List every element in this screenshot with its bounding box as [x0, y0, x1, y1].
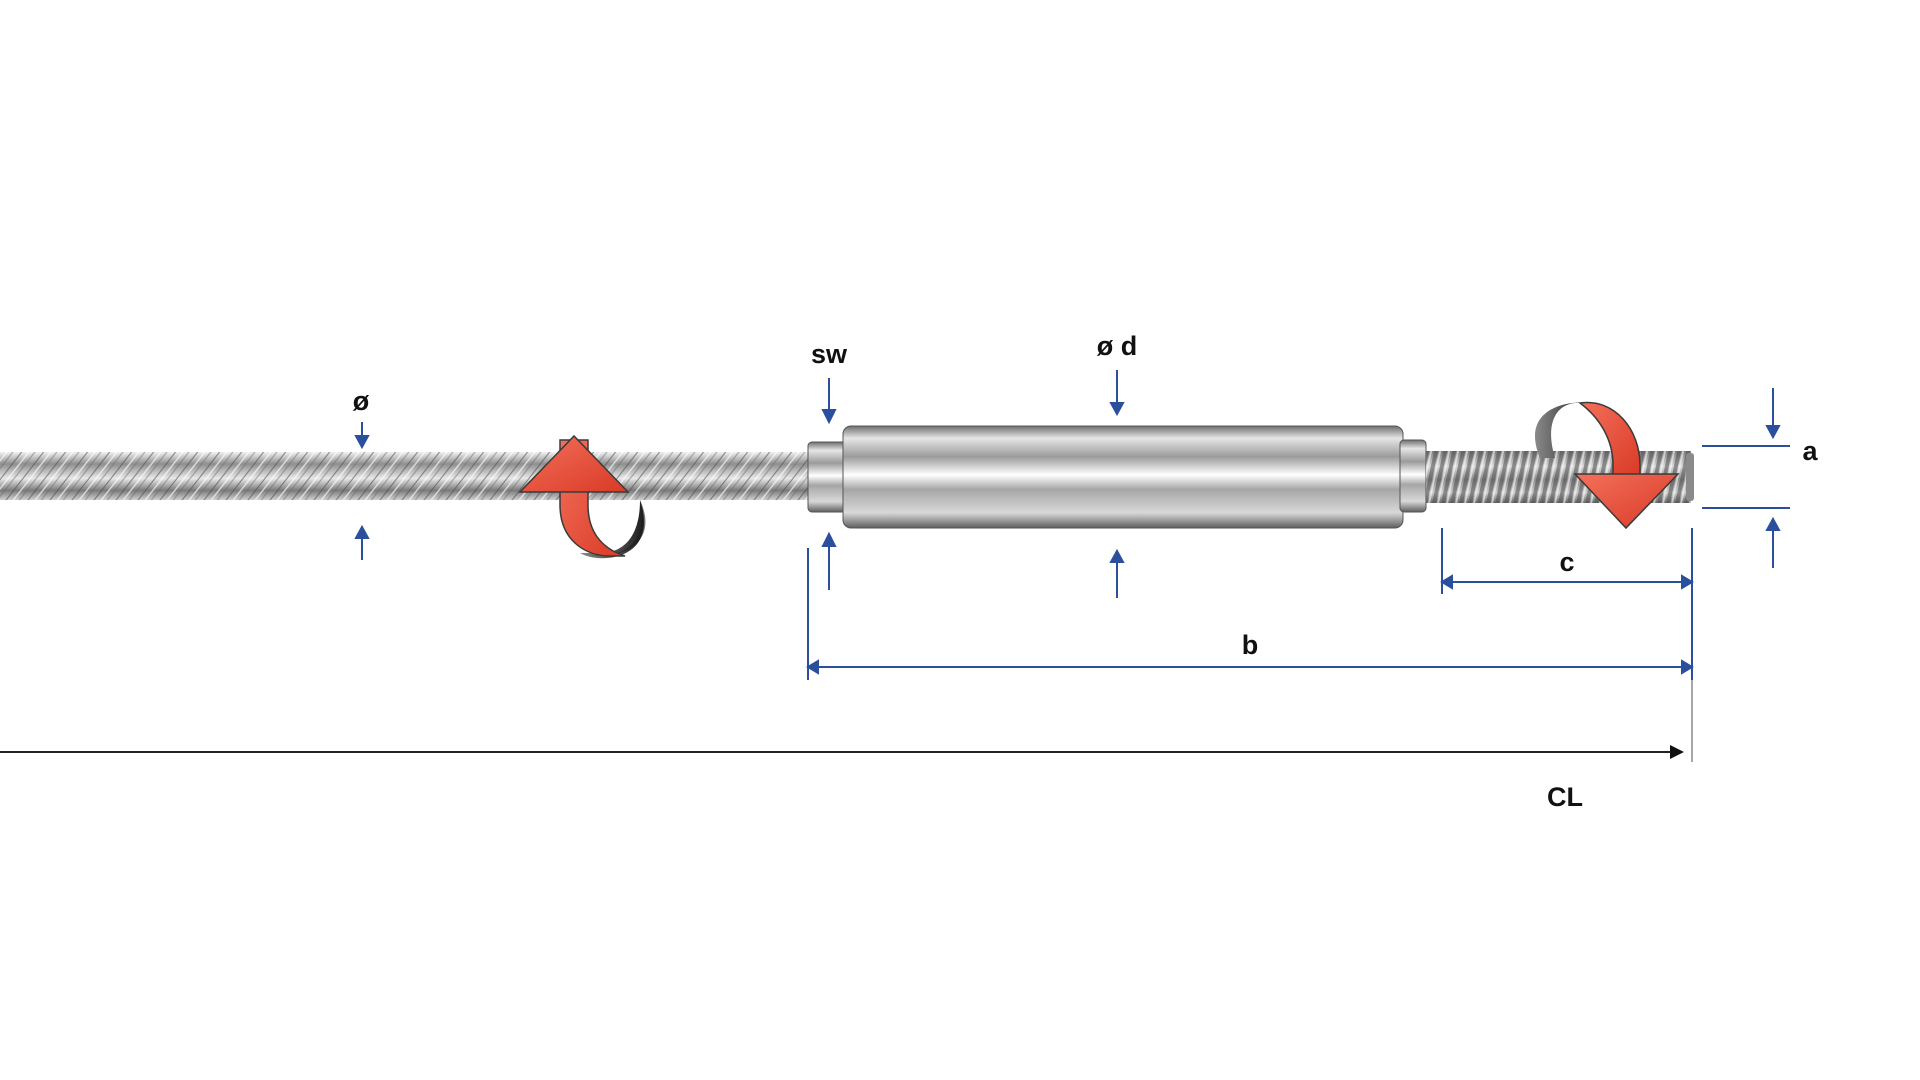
wrench-size-dimension: [807, 378, 837, 612]
sleeve-diameter-dimension: [1109, 370, 1125, 598]
cable-length-dimension: [0, 680, 1693, 762]
swage-sleeve: [807, 425, 1427, 529]
cable-length-label: CL: [1547, 782, 1583, 812]
wrench-size-label: sw: [811, 339, 848, 369]
rope-rotation-arrow-icon: [518, 434, 646, 559]
thread-diameter-dimension: [1702, 388, 1790, 568]
wire-rope: [0, 452, 810, 500]
fitting-length-dimension: [806, 594, 1694, 680]
sleeve-diameter-label: ø d: [1097, 331, 1138, 361]
fitting-length-label: b: [1242, 630, 1259, 660]
thread-rotation-arrow-icon: [1535, 401, 1680, 530]
thread-length-dimension: [1440, 528, 1694, 594]
rope-diameter-dimension: [354, 422, 370, 560]
rope-diameter-label: ø: [353, 386, 370, 416]
thread-length-label: c: [1559, 547, 1574, 577]
thread-diameter-label: a: [1802, 436, 1818, 466]
